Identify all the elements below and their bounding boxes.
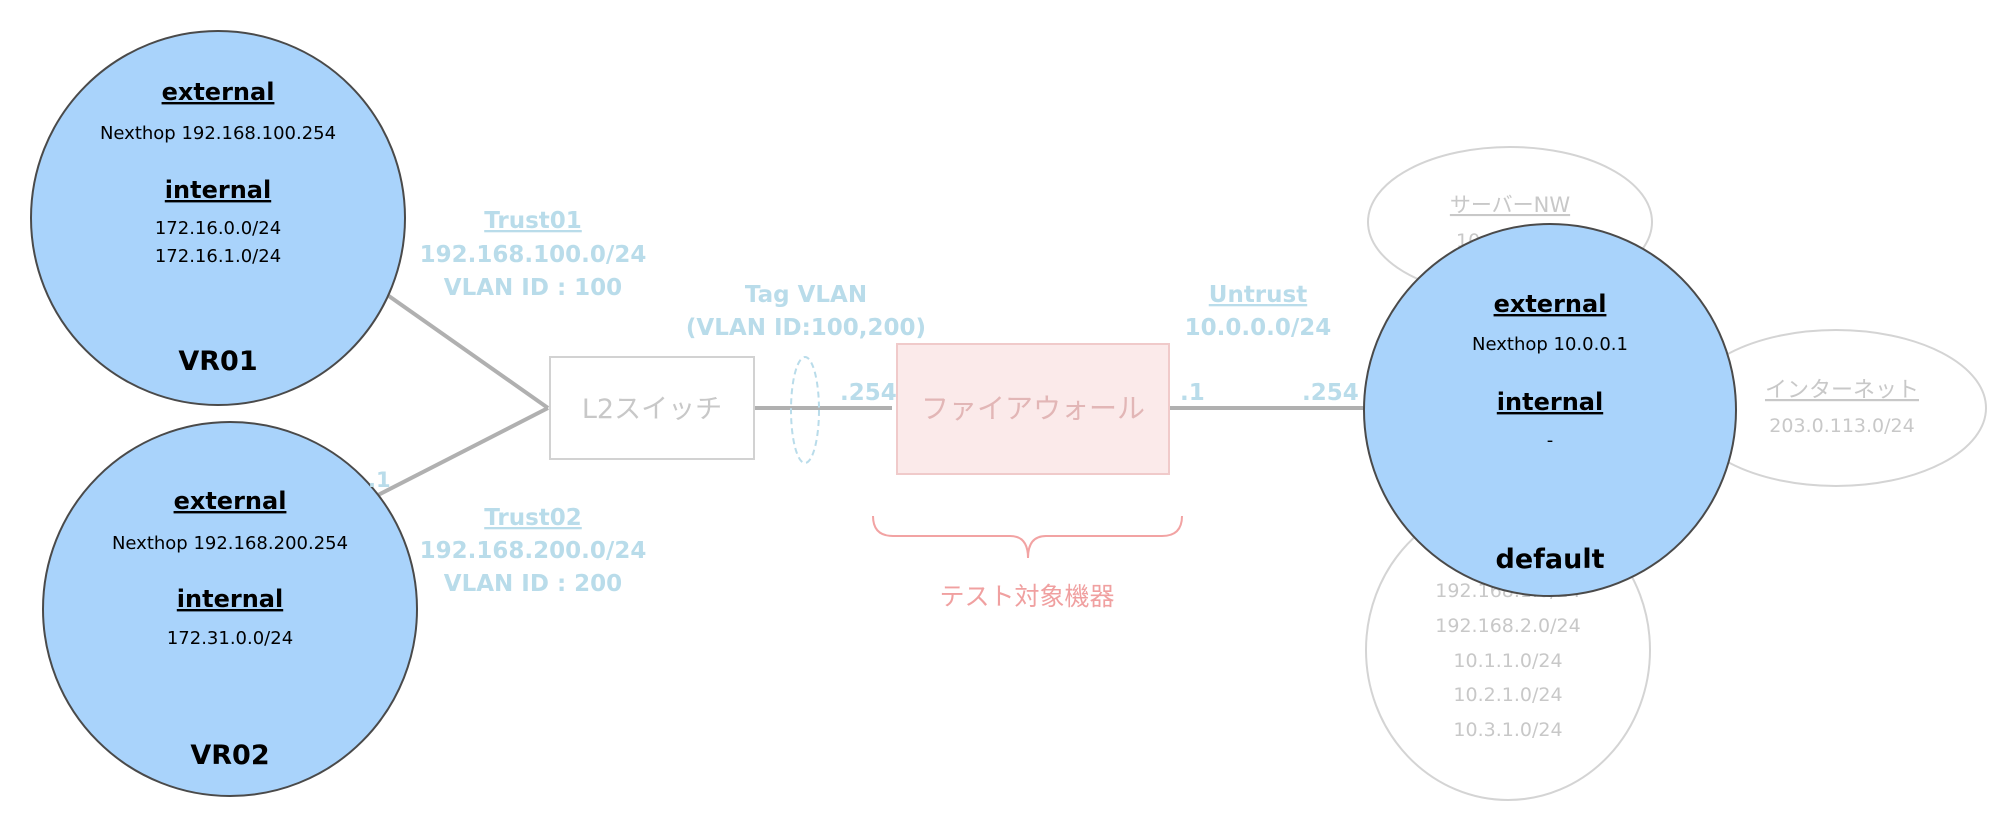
l2-switch-label: L2スイッチ — [582, 394, 722, 425]
internet-network: 203.0.113.0/24 — [1769, 415, 1914, 437]
default-external-title: external — [1494, 290, 1607, 318]
trust01-title: Trust01 — [484, 208, 582, 234]
vr02-internal-title: internal — [177, 585, 283, 613]
firewall-box — [896, 343, 1170, 475]
vr02-name: VR02 — [190, 740, 269, 771]
vr01-internal-route: 172.16.1.0/24 — [155, 246, 281, 267]
test-target-label: テスト対象機器 — [939, 582, 1114, 611]
firewall-left-ip: .254 — [840, 380, 897, 406]
lower-nw-routes: 192.168.1.0/24192.168.2.0/2410.1.1.0/241… — [1435, 580, 1580, 741]
vr01-external-title: external — [162, 78, 275, 106]
vr02-circle — [42, 421, 418, 797]
vr01-circle — [30, 30, 406, 406]
vr02-internal-route: 172.31.0.0/24 — [167, 628, 293, 649]
untrust-title: Untrust — [1209, 282, 1307, 308]
test-target-brace — [872, 515, 1183, 559]
vr02-external-nexthop: Nexthop 192.168.200.254 — [112, 533, 348, 554]
tag-vlan-line1: Tag VLAN — [745, 282, 867, 308]
trust02-title: Trust02 — [484, 505, 582, 531]
firewall-label: ファイアウォール — [921, 392, 1145, 425]
trust01-vlan: VLAN ID : 100 — [444, 275, 622, 301]
lower-nw-route: 10.1.1.0/24 — [1453, 650, 1562, 672]
vr01-internal-title: internal — [165, 176, 271, 204]
default-vr-circle — [1363, 223, 1737, 597]
default-external-nexthop: Nexthop 10.0.0.1 — [1472, 334, 1628, 355]
lower-nw-route: 192.168.2.0/24 — [1435, 615, 1580, 637]
l2-switch-box — [549, 356, 755, 460]
vr01-name: VR01 — [178, 346, 257, 377]
vr01-internal-route: 172.16.0.0/24 — [155, 218, 281, 239]
link-vr01-switch — [384, 292, 550, 410]
link-vr02-switch — [377, 406, 549, 497]
trust01-network: 192.168.100.0/24 — [420, 242, 647, 268]
vr02-link-label: .1 — [368, 468, 391, 492]
lower-nw-route: 10.3.1.0/24 — [1453, 719, 1562, 741]
router-ip: .254 — [1302, 380, 1359, 406]
tag-vlan-ellipse — [790, 356, 820, 464]
internet-title: インターネット — [1765, 378, 1919, 403]
tag-vlan-line2: (VLAN ID:100,200) — [686, 315, 926, 341]
default-internal-value: - — [1547, 430, 1554, 451]
untrust-network: 10.0.0.0/24 — [1185, 315, 1332, 341]
default-vr-name: default — [1496, 544, 1605, 575]
default-internal-title: internal — [1497, 388, 1603, 416]
trust02-network: 192.168.200.0/24 — [420, 538, 647, 564]
vr02-external-title: external — [174, 487, 287, 515]
trust02-vlan: VLAN ID : 200 — [444, 571, 622, 597]
firewall-right-ip: .1 — [1180, 380, 1205, 406]
server-nw-title: サーバーNW — [1450, 193, 1570, 217]
vr01-external-nexthop: Nexthop 192.168.100.254 — [100, 123, 336, 144]
lower-nw-route: 10.2.1.0/24 — [1453, 684, 1562, 706]
